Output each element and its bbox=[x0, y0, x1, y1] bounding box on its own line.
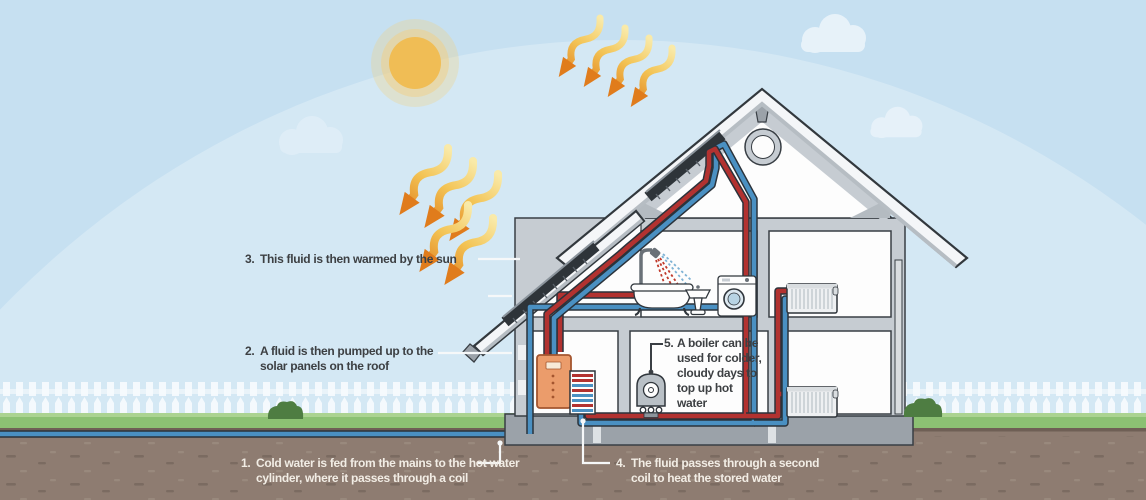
sun-ray-icon bbox=[424, 156, 478, 228]
solar-panel-lower bbox=[501, 240, 600, 327]
step-number: 4. bbox=[616, 456, 626, 470]
boiler-icon bbox=[636, 373, 666, 418]
step-label-2: 2. A fluid is then pumped up to the sola… bbox=[245, 344, 437, 374]
sun-ray-icon bbox=[607, 34, 653, 97]
sink-icon bbox=[684, 285, 712, 316]
step-label-1: 1. Cold water is fed from the mains to t… bbox=[241, 456, 537, 486]
leader-step5 bbox=[648, 343, 663, 375]
radiator-icon bbox=[786, 386, 839, 418]
sun-rays bbox=[399, 14, 676, 285]
round-window bbox=[744, 128, 782, 166]
hot-water-cylinder bbox=[536, 354, 572, 409]
step-number: 2. bbox=[245, 344, 255, 358]
bush-icon bbox=[267, 401, 304, 419]
downspout bbox=[894, 259, 903, 415]
cloud-icon bbox=[870, 106, 923, 138]
step-text: The fluid passes through a second coil t… bbox=[631, 456, 820, 485]
sun-ray-icon bbox=[558, 14, 604, 77]
sun-ray-icon bbox=[583, 24, 629, 87]
soil bbox=[0, 428, 1146, 500]
bush-icon bbox=[903, 398, 943, 417]
solar-panel-upper bbox=[644, 129, 726, 202]
step-label-3: 3. This fluid is then warmed by the sun bbox=[245, 252, 490, 267]
step-text: This fluid is then warmed by the sun bbox=[260, 252, 457, 266]
step-number: 1. bbox=[241, 456, 251, 470]
step-text: A boiler can be used for colder, cloudy … bbox=[677, 336, 762, 410]
sun-ray-icon bbox=[399, 143, 453, 215]
leader-lines bbox=[438, 257, 663, 465]
step-label-4: 4. The fluid passes through a second coi… bbox=[616, 456, 836, 486]
wall-vent bbox=[518, 380, 526, 395]
leader-step4 bbox=[580, 418, 610, 465]
house bbox=[462, 87, 969, 446]
wall-vent bbox=[518, 345, 526, 360]
sun-ray-icon bbox=[444, 213, 498, 285]
cloud-icon bbox=[801, 14, 866, 53]
washing-machine-icon bbox=[717, 275, 757, 317]
sun-ray-icon bbox=[419, 200, 473, 272]
step-number: 3. bbox=[245, 252, 255, 266]
sun-ray-icon bbox=[630, 44, 676, 107]
step-text: Cold water is fed from the mains to the … bbox=[256, 456, 520, 485]
step-text: A fluid is then pumped up to the solar p… bbox=[260, 344, 434, 373]
step-label-5: 5. A boiler can be used for colder, clou… bbox=[664, 336, 764, 411]
solar-loop-hot-pipe bbox=[543, 145, 750, 420]
bathtub-icon bbox=[630, 283, 694, 317]
radiator-icon bbox=[786, 283, 839, 314]
leader-step1 bbox=[478, 440, 503, 465]
heat-exchanger-coil bbox=[569, 370, 596, 415]
cloud-icon bbox=[279, 116, 343, 155]
sun-icon bbox=[371, 19, 459, 107]
step-number: 5. bbox=[664, 336, 674, 350]
